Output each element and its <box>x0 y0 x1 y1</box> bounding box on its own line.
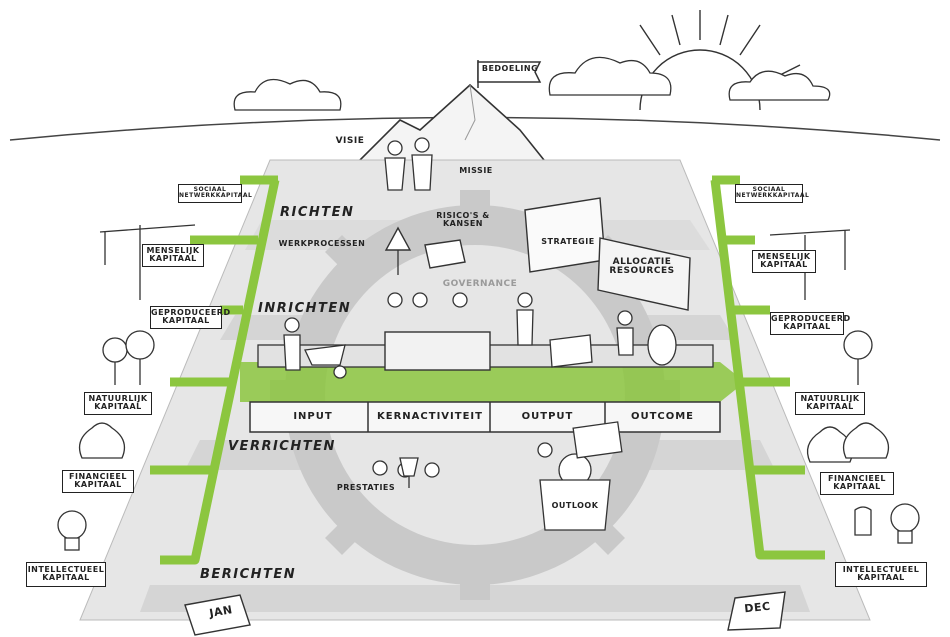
flag-label: BEDOELING <box>481 64 539 73</box>
box-icon <box>549 334 593 368</box>
process-boxes <box>249 344 721 433</box>
bubble-outlook: OUTLOOK <box>551 501 599 510</box>
left-capital-sociaal: SOCIAAL NETWERKKAPITAAL <box>178 184 252 203</box>
barrel-icon <box>647 324 677 366</box>
tree-icon <box>102 330 873 385</box>
right-capital-geproduceerd: GEPRODUCEERD KAPITAAL <box>770 312 850 335</box>
process-input: INPUT <box>293 411 333 422</box>
strategie-scroll <box>524 197 606 273</box>
governance-label: GOVERNANCE <box>442 279 518 289</box>
left-capital-menselijk: MENSELIJK KAPITAAL <box>142 244 204 267</box>
right-capital-flow <box>710 175 825 560</box>
crystal-ball-icon <box>539 421 623 531</box>
work-table <box>384 331 491 371</box>
process-kernactiviteit: KERNACTIVITEIT <box>377 411 483 422</box>
ballot-box-icon <box>424 239 466 269</box>
left-capital-financieel: FINANCIEEL KAPITAAL <box>62 470 134 493</box>
stage-inrichten: INRICHTEN <box>258 301 352 316</box>
bubble-allocatie: ALLOCATIE RESOURCES <box>609 257 675 277</box>
bubble-risicos: RISICO'S & KANSEN <box>436 211 490 229</box>
bubble-prestaties: PRESTATIES <box>336 483 396 492</box>
warning-sign-icon <box>384 226 412 275</box>
visie-label: VISIE <box>335 136 365 146</box>
right-capital-sociaal: SOCIAAL NETWERKKAPITAAL <box>735 184 809 203</box>
right-capital-intellectueel: INTELLECTUEEL KAPITAAL <box>835 562 927 587</box>
process-outcome: OUTCOME <box>630 411 695 422</box>
missie-label: MISSIE <box>459 166 493 175</box>
process-output: OUTPUT <box>521 411 574 422</box>
bubble-werkprocessen: WERKPROCESSEN <box>278 239 366 248</box>
flag-icon <box>477 60 542 88</box>
right-capital-menselijk: MENSELIJK KAPITAAL <box>752 250 816 273</box>
lightbulb-icon <box>57 503 920 551</box>
left-capital-natuurlijk: NATUURLIJK KAPITAAL <box>84 392 152 415</box>
right-capital-financieel: FINANCIEEL KAPITAAL <box>820 472 894 495</box>
stage-berichten: BERICHTEN <box>200 567 297 582</box>
left-capital-flow <box>150 175 280 565</box>
people-icon <box>283 137 634 478</box>
process-flow-arrow <box>240 362 745 402</box>
stage-richten: RICHTEN <box>280 205 355 220</box>
stage-verrichten: VERRICHTEN <box>228 439 336 454</box>
cloud-icon <box>233 56 831 111</box>
trophy-icon <box>399 457 419 488</box>
bubble-strategie: STRATEGIE <box>541 237 595 246</box>
right-capital-natuurlijk: NATUURLIJK KAPITAAL <box>795 392 865 415</box>
left-capital-geproduceerd: GEPRODUCEERD KAPITAAL <box>150 306 230 329</box>
money-bag-icon <box>78 422 890 463</box>
wheelbarrow-icon <box>304 344 347 379</box>
allocatie-desk <box>597 237 691 311</box>
left-capital-intellectueel: INTELLECTUEEL KAPITAAL <box>26 562 106 587</box>
calendar-icon <box>184 591 786 636</box>
